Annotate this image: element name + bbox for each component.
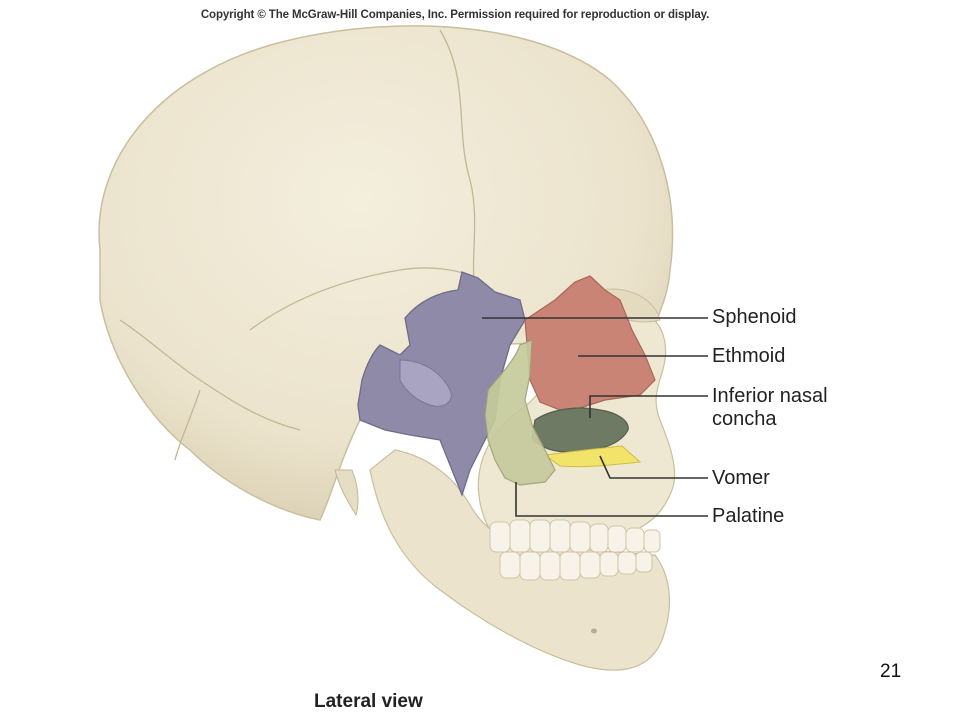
label-inferior-nasal-concha-line2: concha: [712, 408, 777, 430]
mental-foramen: [591, 628, 597, 634]
label-sphenoid: Sphenoid: [712, 306, 797, 328]
label-ethmoid: Ethmoid: [712, 345, 786, 367]
page-number: 21: [880, 661, 902, 682]
label-palatine: Palatine: [712, 505, 785, 527]
copyright-notice: Copyright © The McGraw-Hill Companies, I…: [200, 9, 710, 21]
mastoid-process: [334, 469, 359, 517]
palatine-bone: [484, 339, 556, 486]
sphenoid-wing: [399, 359, 452, 407]
figure-caption: Lateral view: [314, 691, 423, 712]
label-inferior-nasal-concha-line1: Inferior nasal: [712, 385, 828, 407]
leader-vomer: [599, 455, 708, 479]
leader-lines: [482, 317, 708, 517]
teeth: [489, 519, 661, 581]
ethmoid-bone: [524, 275, 656, 411]
leader-palatine: [515, 482, 708, 517]
label-vomer: Vomer: [712, 467, 770, 489]
leader-concha: [589, 395, 708, 418]
vomer-bone: [543, 445, 642, 468]
inferior-nasal-concha-bone: [531, 407, 629, 453]
sutures: [119, 29, 476, 461]
